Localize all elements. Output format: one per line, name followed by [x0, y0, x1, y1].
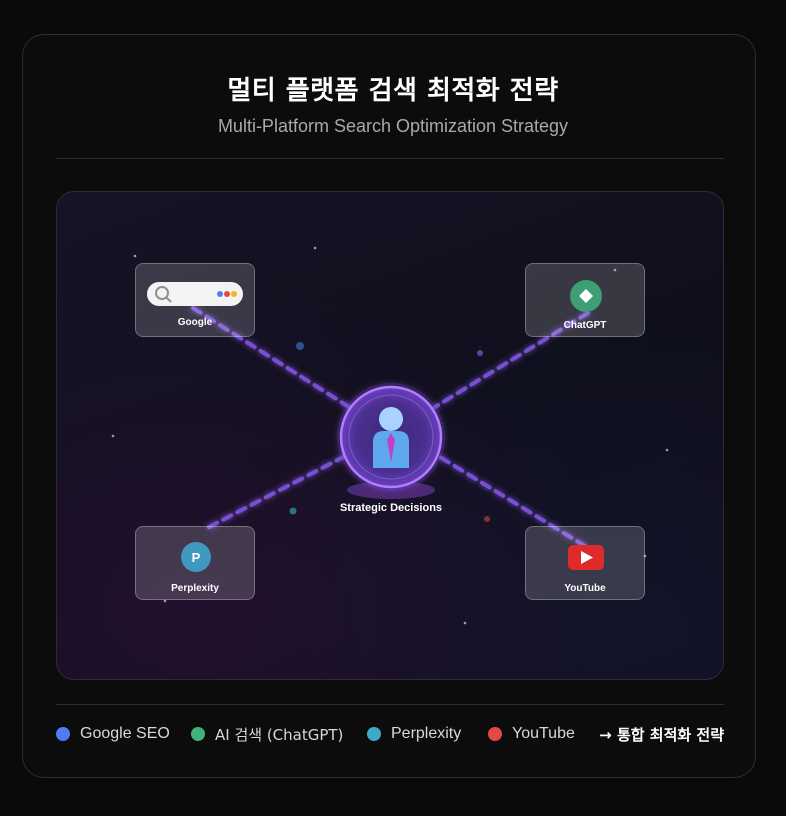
background-stars [111, 246, 669, 625]
chatgpt-node[interactable]: ChatGPT [525, 263, 645, 337]
person-icon [373, 407, 409, 468]
legend-item-perplexity: Perplexity [367, 722, 461, 746]
connector-chatgpt [433, 311, 590, 409]
legend-label-chatgpt: AI 검색 (ChatGPT) [215, 725, 344, 744]
legend-label-youtube: YouTube [512, 725, 575, 742]
perplexity-node-label: Perplexity [171, 583, 219, 594]
legend-dot-perplexity [367, 727, 381, 741]
diagram-canvas: Strategic Decisions [111, 246, 669, 625]
legend-label-perplexity: Perplexity [391, 725, 462, 742]
google-node-label: Google [177, 317, 213, 328]
legend-strategy-label: → 통합 최적화 전략 [599, 725, 724, 744]
center-label: Strategic Decisions [340, 502, 442, 514]
page-title: 멀티 플랫폼 검색 최적화 전략 [227, 76, 559, 106]
legend: Google SEO AI 검색 (ChatGPT) Perplexity Yo… [56, 722, 724, 746]
page-subtitle: Multi-Platform Search Optimization Strat… [217, 116, 569, 136]
connector-lines [191, 306, 590, 548]
connector-perplexity [207, 452, 351, 529]
legend-dot-google [56, 727, 70, 741]
legend-item-chatgpt: AI 검색 (ChatGPT) [191, 722, 343, 746]
legend-dot-youtube [488, 727, 502, 741]
header-divider [56, 158, 724, 159]
diagram-scene: Strategic Decisions Google [56, 191, 724, 680]
chatgpt-node-label: ChatGPT [563, 320, 607, 331]
youtube-icon [568, 545, 604, 570]
perplexity-icon-letter: P [192, 550, 201, 565]
youtube-node-label: YouTube [564, 583, 606, 594]
perplexity-icon: P [181, 542, 211, 572]
center-node: Strategic Decisions [337, 383, 445, 514]
legend-item-google: Google SEO [56, 722, 170, 746]
connector-youtube [433, 452, 587, 548]
search-icon [155, 286, 172, 303]
youtube-node[interactable]: YouTube [525, 526, 645, 600]
legend-label-google: Google SEO [80, 725, 170, 742]
legend-item-youtube: YouTube [488, 722, 575, 746]
legend-divider [56, 704, 724, 705]
google-search-bar [147, 282, 243, 306]
connector-google [191, 306, 351, 409]
google-node[interactable]: Google [135, 263, 255, 337]
legend-dot-chatgpt [191, 727, 205, 741]
perplexity-node[interactable]: P Perplexity [135, 526, 255, 600]
google-dots-icon [217, 291, 237, 297]
chatgpt-icon [570, 280, 602, 312]
